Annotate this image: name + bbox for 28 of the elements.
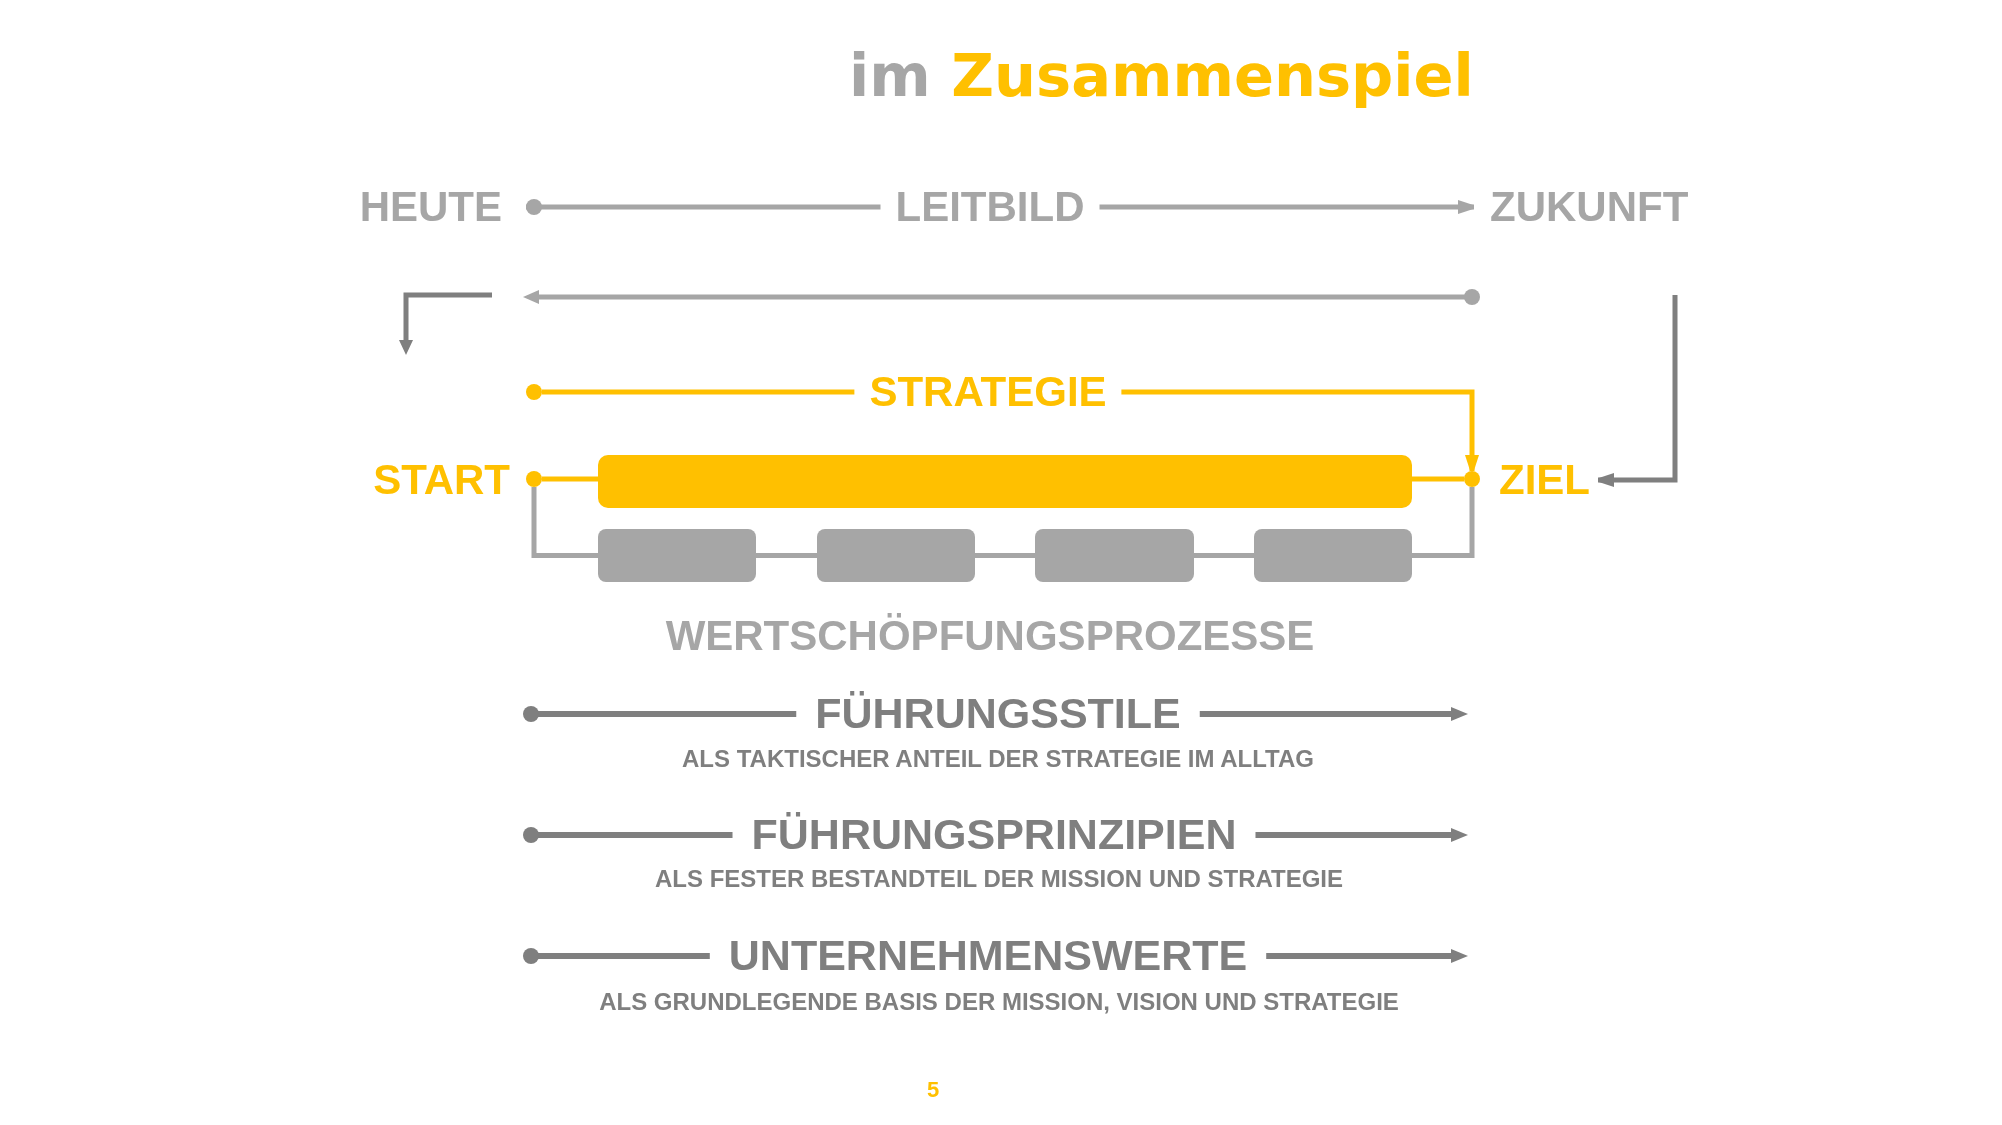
start-dot: [526, 384, 542, 400]
section-heading: UNTERNEHMENSWERTE: [728, 931, 1248, 981]
connector-line: [1194, 553, 1254, 558]
subtitle: ALS TAKTISCHER ANTEIL DER STRATEGIE IM ALLTAG: [682, 745, 1314, 773]
connector-line: [531, 487, 598, 558]
subtitle: ALS GRUNDLEGENDE BASIS DER MISSION, VISION UND STRATEGIE: [599, 988, 1399, 1016]
process-block: [1035, 529, 1194, 582]
junction-dot: [526, 471, 542, 487]
connector-line: [1412, 487, 1475, 558]
connector-line: [542, 476, 598, 482]
page-number: 5: [926, 1077, 940, 1103]
milestone-label: HEUTE: [359, 182, 526, 232]
milestone-label: ZUKUNFT: [1474, 182, 1689, 232]
process-block: [598, 529, 756, 582]
connector-line: [975, 553, 1035, 558]
milestone-label: START: [373, 455, 510, 505]
connector-line: [756, 553, 817, 558]
process-block: [817, 529, 975, 582]
group-label: WERTSCHÖPFUNGSPROZESSE: [665, 611, 1315, 661]
milestone-label: ZIEL: [1499, 455, 1598, 505]
connector-line: [1412, 476, 1464, 482]
junction-dot: [1464, 471, 1480, 487]
title: im Zusammenspiel: [849, 42, 1474, 110]
section-heading: FÜHRUNGSSTILE: [815, 689, 1181, 739]
process-block: [1254, 529, 1412, 582]
strategy-bar: [598, 455, 1412, 508]
subtitle: ALS FESTER BESTANDTEIL DER MISSION UND STRATEGIE: [655, 865, 1343, 893]
section-heading: FÜHRUNGSPRINZIPIEN: [751, 810, 1237, 860]
